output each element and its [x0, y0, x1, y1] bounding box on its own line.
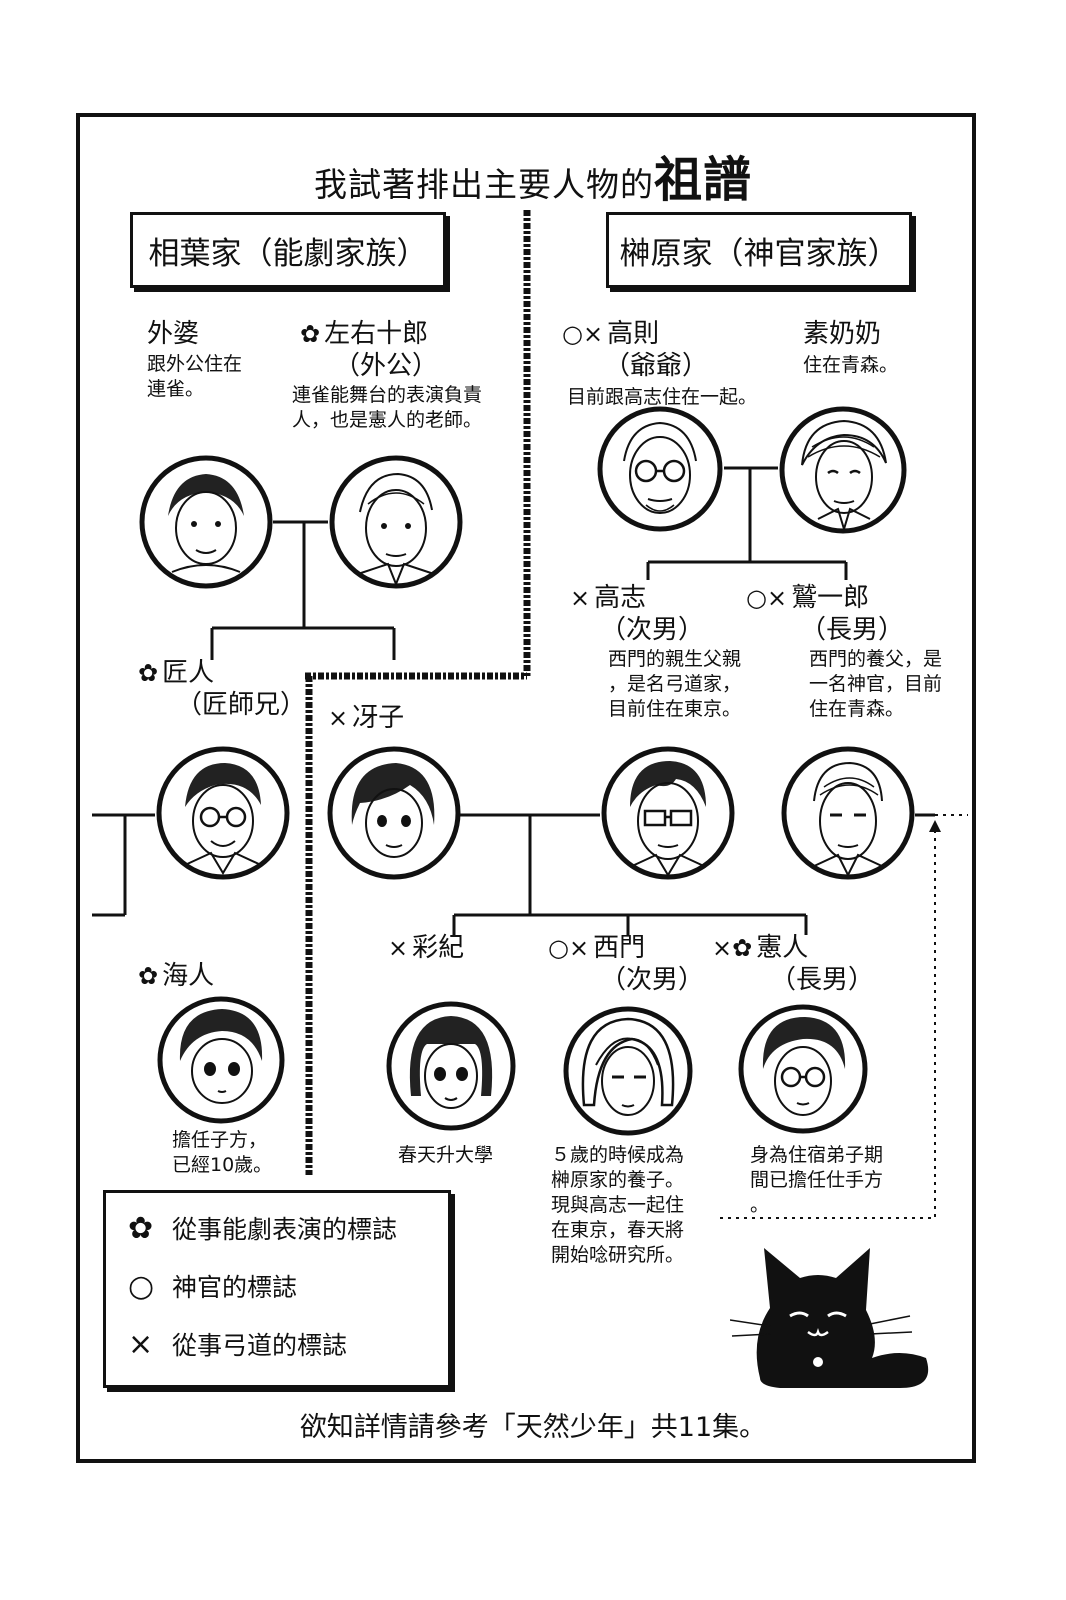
- page-frame: [76, 113, 976, 1463]
- ayaki-note: 春天升大學: [398, 1144, 494, 1166]
- sakakibara-family-header: 榊原家（神官家族）: [606, 212, 912, 288]
- saimon-relation: （次男）: [600, 965, 705, 995]
- takanori-name: ○×高則: [562, 319, 660, 349]
- kento-portrait: [738, 1004, 868, 1134]
- kento-relation: （長男）: [770, 965, 875, 995]
- kaito-note: 擔任子方， 已經10歲。: [172, 1129, 273, 1176]
- ayaki-name: ×彩紀: [388, 933, 465, 963]
- archery-symbol-icon: ×: [128, 1327, 154, 1362]
- grandma-su-note: 住在青森。: [803, 354, 899, 376]
- saeko-name: ×冴子: [328, 703, 405, 733]
- shuichiro-name: ○×鷲一郎: [746, 583, 870, 613]
- ayaki-portrait: [386, 1001, 516, 1131]
- shinto-symbol-icon: ○: [128, 1269, 155, 1304]
- shuichiro-relation: （長男）: [800, 615, 905, 645]
- page-title: 我試著排出主要人物的祖譜: [313, 152, 752, 208]
- takumi-name: ✿匠人: [138, 658, 215, 688]
- archery-symbol-icon: ×: [570, 584, 591, 612]
- shuichiro-note: 西門的養父，是 一名神官，目前 住在青森。: [809, 648, 943, 720]
- takashi-relation: （次男）: [600, 615, 705, 645]
- takashi-note: 西門的親生父親 ，是名弓道家， 目前住在東京。: [608, 648, 742, 720]
- takanori-portrait: [597, 406, 723, 532]
- archery-symbol-icon: ×: [328, 704, 349, 732]
- noh-symbol-icon: ✿: [300, 320, 321, 348]
- shuichiro-portrait: [781, 746, 915, 880]
- shinto-archery-symbol-icon: ○×: [746, 584, 788, 612]
- noh-symbol-icon: ✿: [128, 1211, 154, 1246]
- sayujuro-name: ✿左右十郎: [300, 319, 429, 349]
- noh-symbol-icon: ✿: [138, 659, 159, 687]
- takanori-note: 目前跟高志住在一起。: [567, 386, 758, 408]
- kento-name: ×✿憲人: [712, 933, 809, 963]
- saeko-portrait: [327, 746, 461, 880]
- kento-note: 身為住宿弟子期 間已擔任仕手方 。: [750, 1144, 884, 1216]
- sayujuro-portrait: [329, 455, 463, 589]
- legend-row-archery: ×從事弓道的標誌: [128, 1327, 348, 1362]
- archery-noh-symbol-icon: ×✿: [712, 934, 753, 962]
- shinto-archery-symbol-icon: ○×: [548, 934, 590, 962]
- grandmother-note: 跟外公住在 連雀。: [147, 353, 243, 400]
- sayujuro-relation: （外公）: [334, 351, 439, 381]
- takashi-name: ×高志: [570, 583, 647, 613]
- shinto-archery-symbol-icon: ○×: [562, 320, 604, 348]
- legend-row-noh: ✿從事能劇表演的標誌: [128, 1211, 398, 1246]
- grandmother-portrait: [139, 455, 273, 589]
- takashi-portrait: [601, 746, 735, 880]
- aiba-family-header: 相葉家（能劇家族）: [130, 212, 446, 288]
- takumi-portrait: [156, 746, 290, 880]
- saimon-note: ５歲的時候成為 榊原家的養子。 現與高志一起住 在東京，春天將 開始唸研究所。: [551, 1144, 685, 1266]
- grandma-su-name: 素奶奶: [803, 319, 882, 349]
- grandma-su-portrait: [779, 406, 907, 534]
- sayujuro-note: 連雀能舞台的表演負責 人，也是憲人的老師。: [292, 384, 483, 431]
- takanori-relation: （爺爺）: [604, 351, 709, 381]
- grandmother-name: 外婆: [147, 319, 200, 349]
- saimon-name: ○×西門: [548, 933, 646, 963]
- archery-symbol-icon: ×: [388, 934, 409, 962]
- kaito-portrait: [157, 996, 285, 1124]
- takumi-relation: （匠師兄）: [176, 690, 307, 720]
- symbol-legend: ✿從事能劇表演的標誌 ○神官的標誌 ×從事弓道的標誌: [103, 1190, 451, 1388]
- noh-symbol-icon: ✿: [138, 962, 159, 990]
- legend-row-shinto: ○神官的標誌: [128, 1269, 298, 1304]
- saimon-portrait: [563, 1006, 693, 1136]
- black-cat-illustration: [730, 1248, 929, 1388]
- kaito-name: ✿海人: [138, 961, 215, 991]
- footer-note: 欲知詳情請參考「天然少年」共11集。: [299, 1412, 767, 1443]
